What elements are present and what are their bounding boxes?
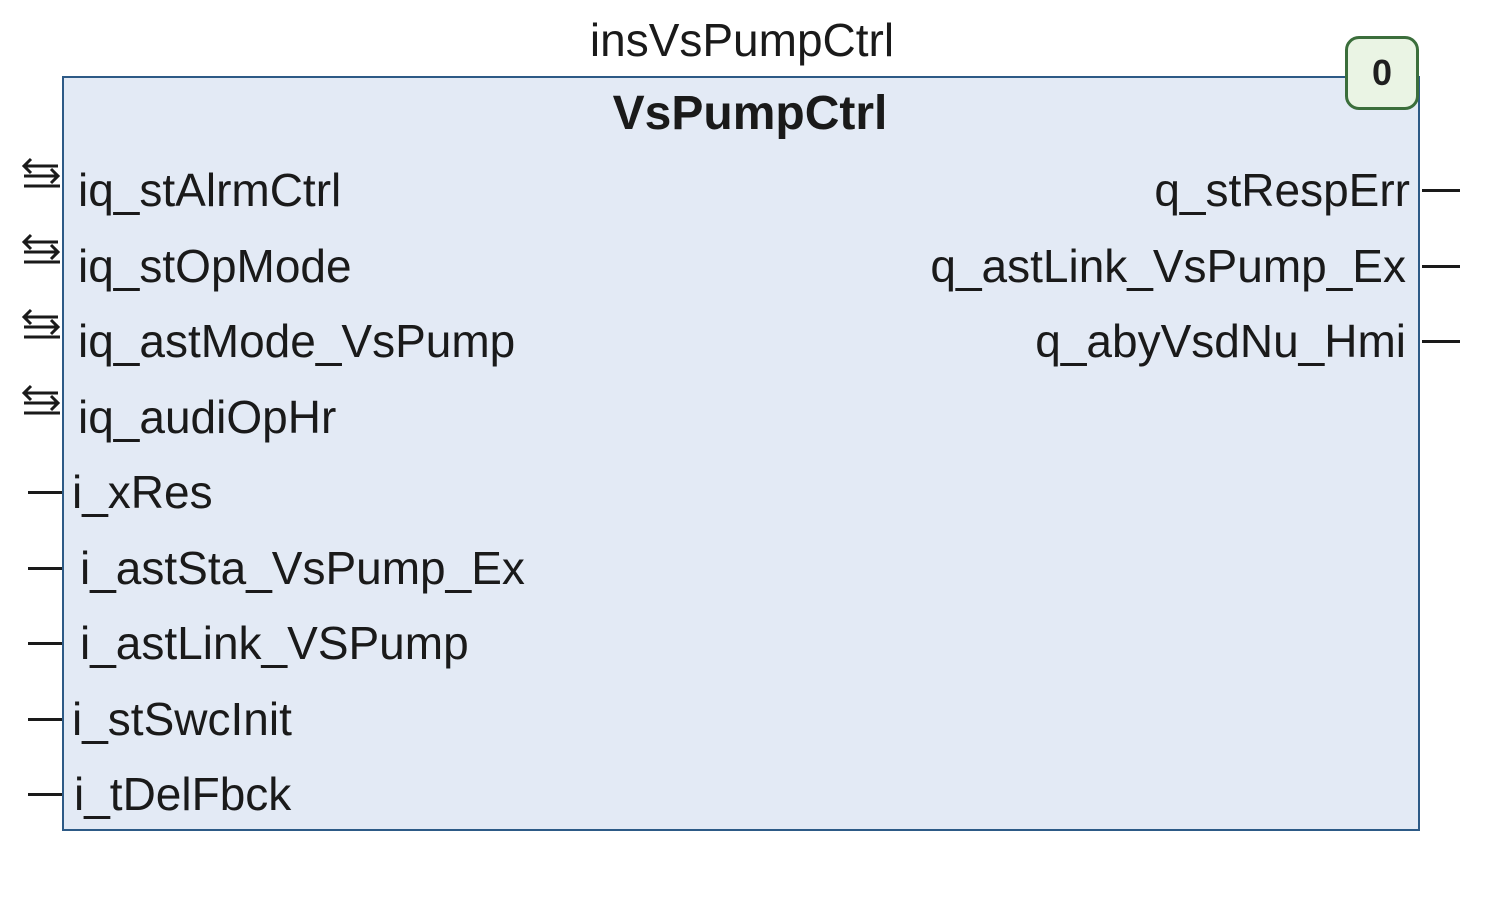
input-pin[interactable]: i_astLink_VSPump [0,605,700,681]
output-pin-label: q_stRespErr [1154,164,1410,216]
inout-arrow-icon [21,157,61,188]
inout-pin-label: iq_astMode_VsPump [78,315,516,367]
input-pin[interactable]: i_tDelFbck [0,756,700,832]
pin-connector-line [28,567,62,570]
execution-order-badge[interactable]: 0 [1345,36,1419,110]
input-pin[interactable]: i_stSwcInit [0,681,700,757]
input-pin-label: i_stSwcInit [72,693,292,745]
output-pin[interactable]: q_abyVsdNu_Hmi [800,303,1406,379]
inout-arrow-icon [21,233,61,264]
function-block[interactable] [62,76,1420,831]
input-pin-label: i_astSta_VsPump_Ex [80,542,525,594]
pin-connector-line [28,793,62,796]
pin-connector-line [28,491,62,494]
pin-connector-line [1422,265,1460,268]
input-pin-label: i_astLink_VSPump [80,617,469,669]
inout-pin[interactable]: iq_stAlrmCtrl [0,152,700,228]
instance-name[interactable]: insVsPumpCtrl [589,14,895,66]
inout-pin[interactable]: iq_stOpMode [0,228,700,304]
block-type-name: VsPumpCtrl [612,87,888,140]
output-pin[interactable]: q_stRespErr [800,152,1410,228]
output-pin-label: q_astLink_VsPump_Ex [930,240,1406,292]
inout-pin[interactable]: iq_audiOpHr [0,379,700,455]
pin-connector-line [28,642,62,645]
inout-pin-label: iq_stAlrmCtrl [78,164,342,216]
output-pin[interactable]: q_astLink_VsPump_Ex [800,228,1406,304]
inout-pin-label: iq_audiOpHr [78,391,337,443]
pin-connector-line [28,718,62,721]
input-pin-label: i_xRes [72,466,213,518]
input-pin[interactable]: i_xRes [0,454,700,530]
output-pin-label: q_abyVsdNu_Hmi [1035,315,1406,367]
inout-arrow-icon [21,384,61,415]
pin-connector-line [1422,340,1460,343]
input-pin[interactable]: i_astSta_VsPump_Ex [0,530,700,606]
pin-connector-line [1422,189,1460,192]
input-pin-label: i_tDelFbck [74,768,292,820]
inout-pin-label: iq_stOpMode [78,240,352,292]
inout-arrow-icon [21,308,61,339]
inout-pin[interactable]: iq_astMode_VsPump [0,303,700,379]
